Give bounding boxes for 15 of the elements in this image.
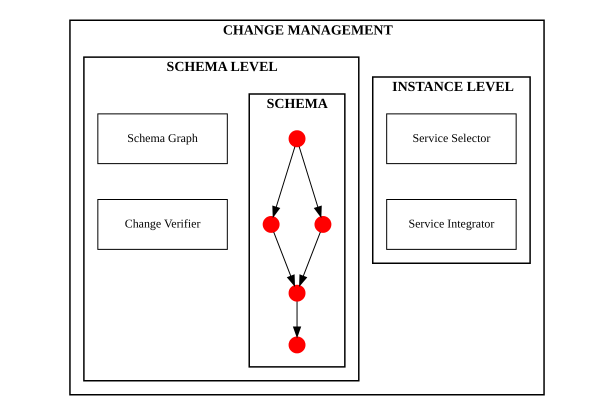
arrow (292, 301, 302, 338)
node-box: Change Verifier (97, 199, 228, 250)
node-circle (314, 216, 332, 233)
node-circle (288, 284, 306, 302)
arrow (273, 232, 296, 287)
node-circle (288, 336, 306, 354)
node-box: Schema Graph (97, 113, 228, 164)
node-box: Service Selector (386, 113, 517, 164)
cluster: SCHEMA (248, 93, 346, 368)
node-circle (262, 216, 280, 233)
node-circle (288, 130, 306, 148)
arrow (272, 146, 296, 218)
node-box: Service Integrator (386, 199, 517, 250)
arrow (298, 146, 322, 218)
arrow (299, 232, 321, 287)
